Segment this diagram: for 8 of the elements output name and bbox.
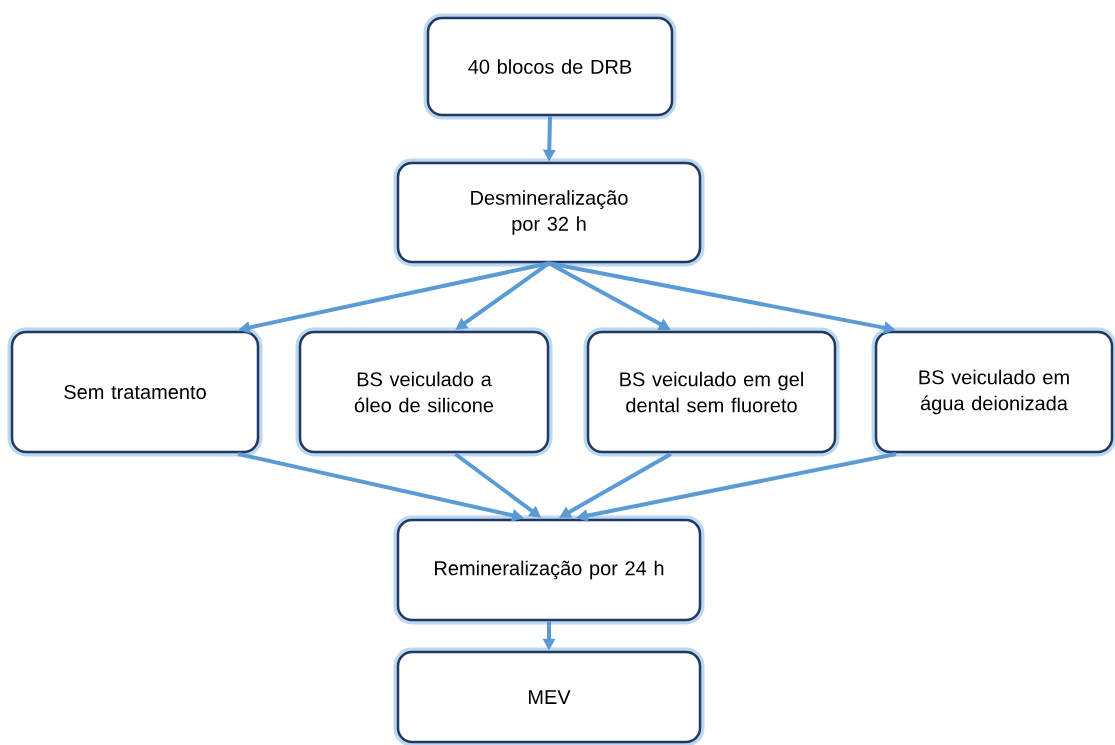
process-box: MEV [393,647,705,745]
process-box: BS veiculado em água deionizada [871,327,1115,457]
process-box: Remineralização por 24 h [393,515,705,625]
process-box: Sem tratamento [7,327,263,457]
process-box: Desmineralização por 32 h [393,158,705,267]
process-box: 40 blocos de DRB [423,13,677,120]
process-box: BS veiculado a óleo de silicone [295,327,553,457]
process-box: BS veiculado em gel dental sem fluoreto [583,327,840,457]
